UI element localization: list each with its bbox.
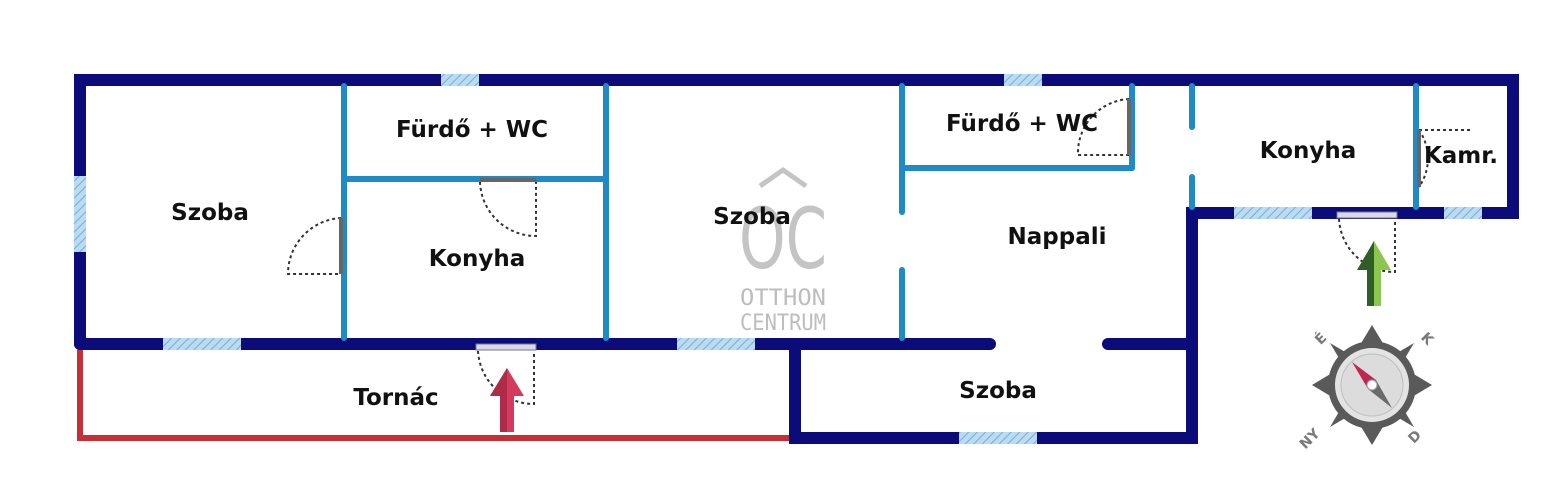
room-label-furdo-1: Fürdő + WC <box>396 117 548 143</box>
logo-roof-mark <box>758 166 808 189</box>
door <box>479 178 537 238</box>
window <box>441 74 479 86</box>
room-label-tornac: Tornác <box>353 385 438 411</box>
room-label-konyha-1: Konyha <box>429 246 525 272</box>
room-label-kamra: Kamr. <box>1424 143 1498 169</box>
inner-walls <box>341 83 1419 341</box>
terrace-outline <box>77 350 795 441</box>
room-label-nappali: Nappali <box>1008 224 1107 250</box>
window <box>74 176 86 252</box>
windows <box>74 74 1482 444</box>
door <box>1076 98 1131 156</box>
window <box>163 338 241 350</box>
compass-icon: É K D NY <box>1297 325 1437 453</box>
logo-line-2: CENTRUM <box>740 311 826 336</box>
window <box>677 338 755 350</box>
compass-south-label: D <box>1405 427 1425 447</box>
entrance-arrow-icon <box>490 368 524 432</box>
window <box>1234 207 1312 219</box>
window <box>1004 74 1042 86</box>
doors <box>286 98 1470 406</box>
door <box>1336 211 1398 274</box>
room-label-szoba-1: Szoba <box>171 200 249 226</box>
logo-monogram: OC <box>739 190 827 288</box>
room-label-furdo-2: Fürdő + WC <box>946 111 1098 137</box>
window <box>959 432 1037 444</box>
secondary-entrance-arrow-icon <box>1357 241 1391 306</box>
room-labels: Szoba Fürdő + WC Konyha Szoba Fürdő + WC… <box>171 111 1498 411</box>
door <box>1417 129 1470 188</box>
otthon-centrum-logo: OC OTTHON CENTRUM <box>739 166 827 336</box>
door <box>286 217 343 275</box>
compass-west-label: NY <box>1297 425 1324 452</box>
window <box>1444 207 1482 219</box>
door <box>475 343 537 406</box>
room-label-szoba-3: Szoba <box>959 378 1037 404</box>
logo-line-1: OTTHON <box>740 286 826 311</box>
compass-east-label: K <box>1417 330 1437 350</box>
compass-north-label: É <box>1311 329 1330 348</box>
room-label-szoba-2: Szoba <box>713 204 791 230</box>
room-label-konyha-2: Konyha <box>1260 138 1356 164</box>
